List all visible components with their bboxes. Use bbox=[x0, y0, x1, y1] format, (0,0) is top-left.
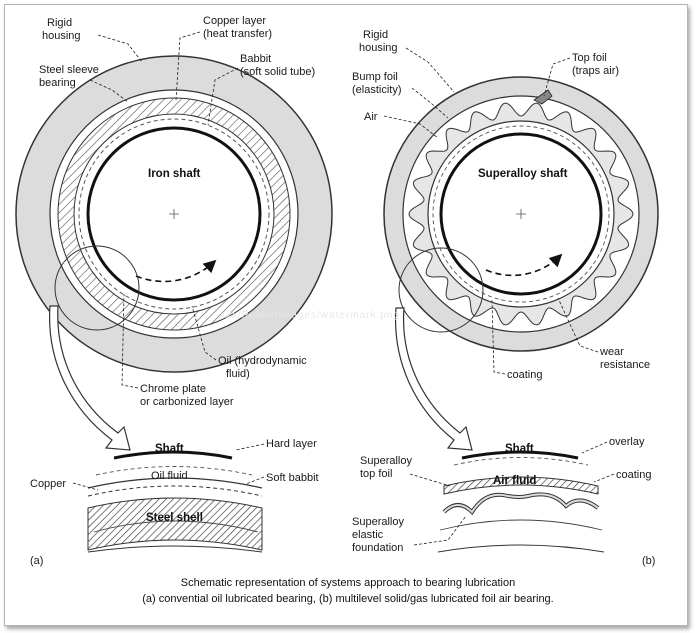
caption-line-1: Schematic representation of systems appr… bbox=[181, 577, 515, 589]
rigid-housing-a-label-1: Rigid bbox=[47, 17, 72, 29]
detail-a: Shaft Hard layer Oil fluid Copper Soft b… bbox=[30, 438, 319, 567]
coating-detail-label: coating bbox=[616, 469, 651, 481]
shaft-detail-b bbox=[461, 450, 579, 460]
top-foil-detail-label-1: Superalloy bbox=[360, 455, 412, 467]
babbit-label-2: (soft solid tube) bbox=[240, 66, 315, 78]
bearing-a: Iron shaft Rigid housing Copper layer (h… bbox=[15, 15, 333, 451]
detail-arc-b bbox=[439, 519, 603, 531]
shaft-detail-b-label: Shaft bbox=[505, 443, 534, 455]
elastic-label-3: foundation bbox=[352, 542, 403, 554]
copper-layer-detail bbox=[87, 485, 263, 497]
top-foil-label-1: Top foil bbox=[572, 52, 607, 64]
oil-label-1: Oil (hydrodynamic bbox=[218, 355, 307, 367]
watermark-text: xxx/Public/images/watermark.png bbox=[220, 310, 400, 321]
top-foil-clip bbox=[533, 89, 553, 105]
bump-foil-label-1: Bump foil bbox=[352, 71, 398, 83]
detail-circle-b bbox=[398, 247, 484, 333]
chrome-label-1: Chrome plate bbox=[140, 383, 206, 395]
steel-shell-band bbox=[87, 497, 263, 551]
rigid-housing-a-label-2: housing bbox=[42, 30, 81, 42]
coating-b-label: coating bbox=[507, 369, 542, 381]
wear-label-1: wear bbox=[599, 346, 624, 358]
top-foil-detail bbox=[443, 476, 599, 495]
overlay-label: overlay bbox=[609, 436, 645, 448]
caption-line-2: (a) convential oil lubricated bearing, (… bbox=[142, 593, 554, 605]
wear-label-2: resistance bbox=[600, 359, 650, 371]
elastic-foundation-inner bbox=[443, 493, 599, 514]
detail-arrow-a bbox=[49, 305, 131, 451]
detail-base-b bbox=[437, 544, 605, 553]
copper-layer-label-2: (heat transfer) bbox=[203, 28, 272, 40]
rigid-housing-b-label-1: Rigid bbox=[363, 29, 388, 41]
shaft-detail-a-label: Shaft bbox=[155, 443, 184, 455]
shaft-detail-a bbox=[113, 450, 233, 460]
center-mark-b bbox=[516, 209, 526, 219]
steel-sleeve-label-1: Steel sleeve bbox=[39, 64, 99, 76]
babbit-label-1: Babbit bbox=[240, 53, 271, 65]
copper-layer-label-1: Copper layer bbox=[203, 15, 266, 27]
rotation-arrow-a bbox=[135, 259, 217, 283]
detail-b: Shaft overlay Superalloy top foil coatin… bbox=[352, 436, 655, 567]
steel-shell-label: Steel shell bbox=[146, 512, 203, 524]
iron-shaft-label: Iron shaft bbox=[148, 168, 201, 180]
copper-label: Copper bbox=[30, 478, 66, 490]
chrome-label-2: or carbonized layer bbox=[140, 396, 234, 408]
soft-babbit-label: Soft babbit bbox=[266, 472, 319, 484]
air-fluid-label: Air fluid bbox=[493, 475, 536, 487]
bump-foil-label-2: (elasticity) bbox=[352, 84, 402, 96]
oil-fluid-label: Oil fluid bbox=[151, 470, 188, 482]
detail-base-a bbox=[87, 545, 263, 553]
steel-sleeve-label-2: bearing bbox=[39, 77, 76, 89]
detail-arc-a bbox=[93, 520, 259, 533]
oil-edge-a bbox=[95, 466, 253, 476]
elastic-label-2: elastic bbox=[352, 529, 384, 541]
detail-arrow-b bbox=[394, 307, 473, 451]
tag-a: (a) bbox=[30, 555, 43, 567]
top-foil-detail-label-2: top foil bbox=[360, 468, 392, 480]
rotation-arrow-b bbox=[485, 253, 563, 277]
bearing-b: Superalloy shaft Rigid housing Top foil … bbox=[352, 29, 659, 451]
center-mark-a bbox=[169, 209, 179, 219]
elastic-label-1: Superalloy bbox=[352, 516, 404, 528]
hard-layer-label: Hard layer bbox=[266, 438, 317, 450]
babbit-layer-a bbox=[87, 477, 263, 489]
top-foil-label-2: (traps air) bbox=[572, 65, 619, 77]
oil-label-2: fluid) bbox=[226, 368, 250, 380]
rigid-housing-b-label-2: housing bbox=[359, 42, 398, 54]
detail-circle-a bbox=[54, 245, 140, 331]
tag-b: (b) bbox=[642, 555, 655, 567]
superalloy-shaft-label: Superalloy shaft bbox=[478, 168, 568, 180]
air-label: Air bbox=[364, 111, 378, 123]
air-edge-b bbox=[453, 457, 589, 466]
